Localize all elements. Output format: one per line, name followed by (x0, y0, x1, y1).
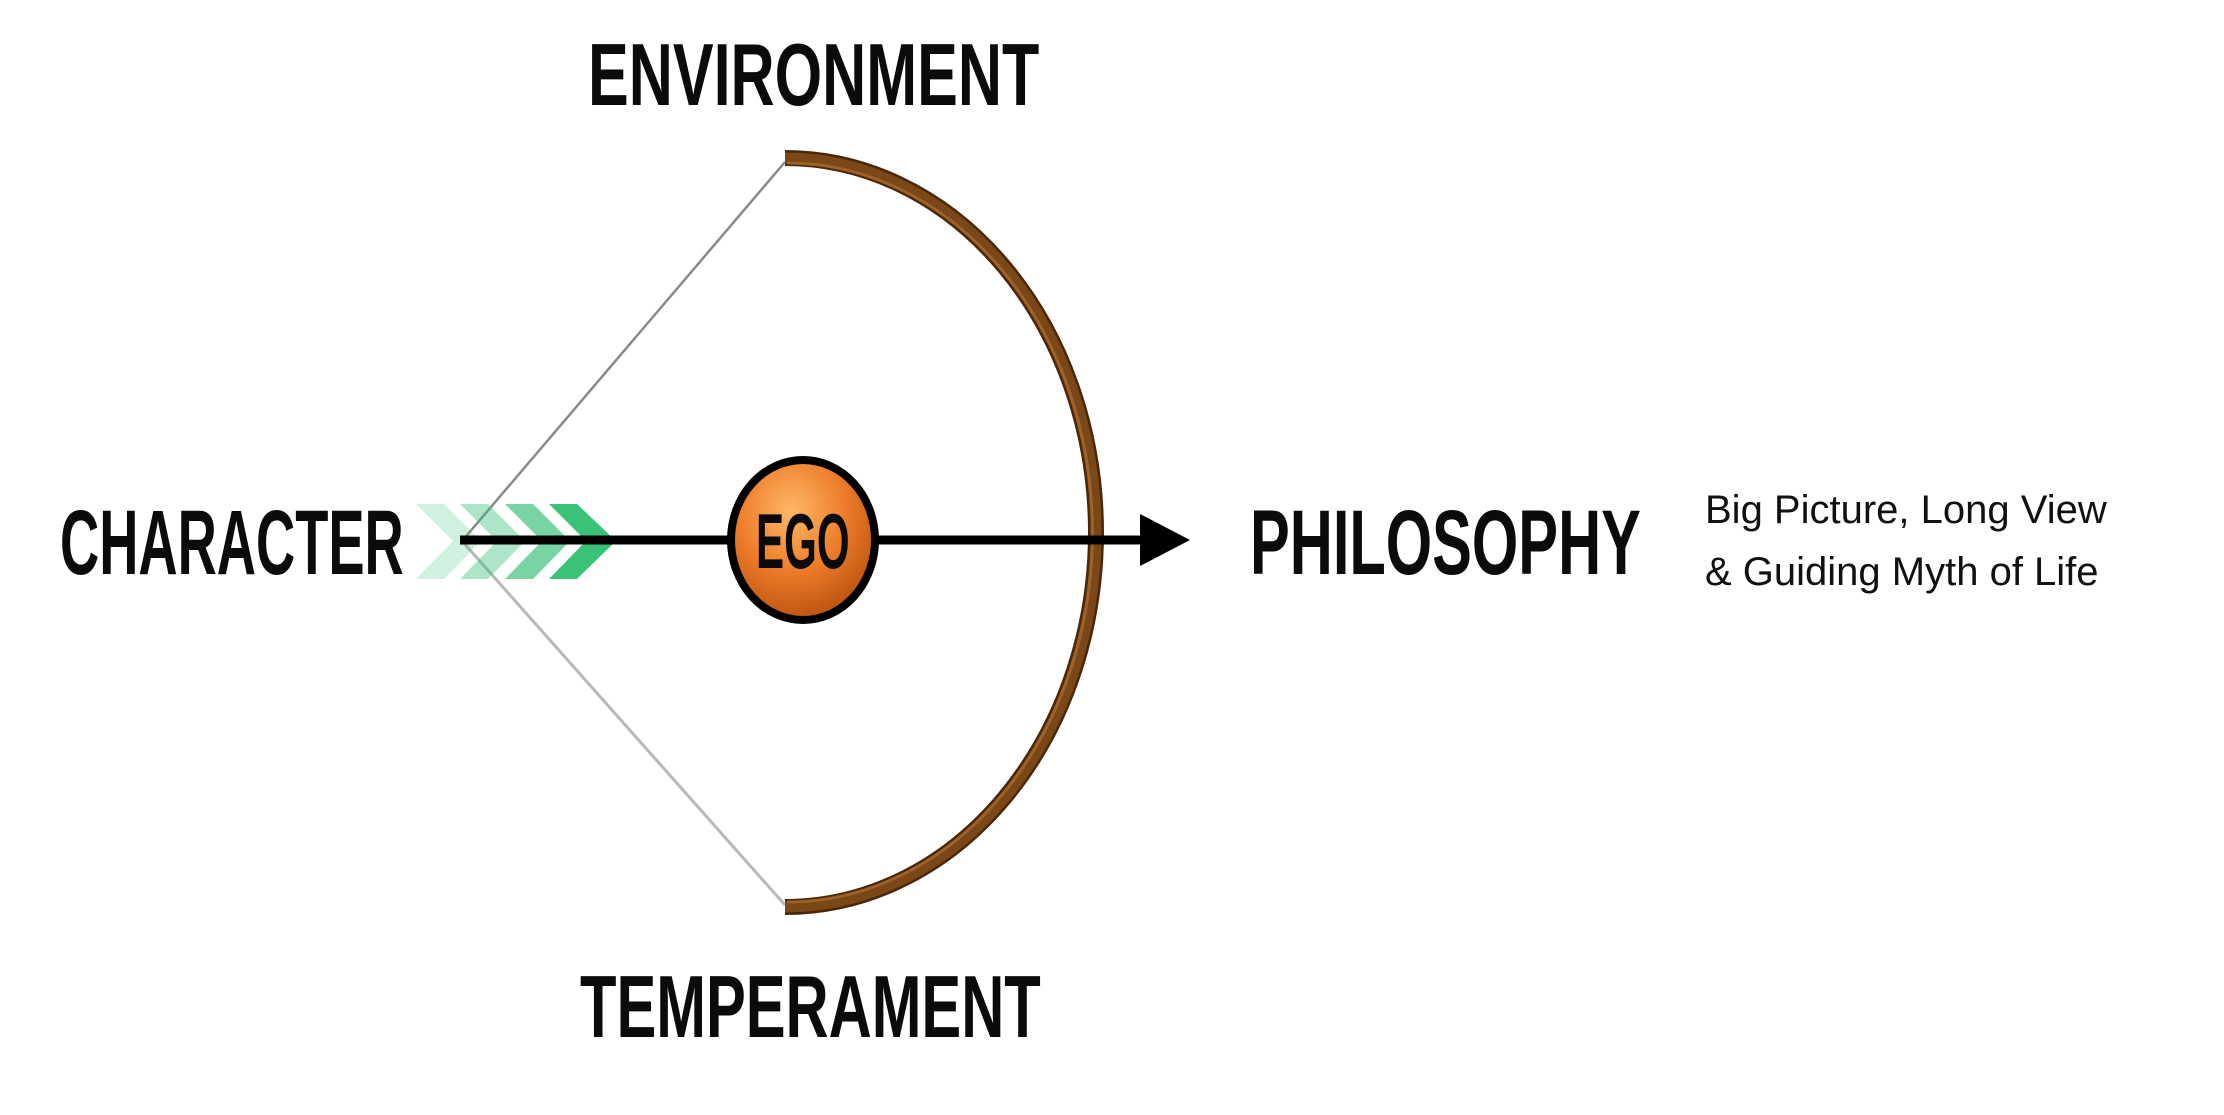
philosophy-label: PHILOSOPHY (1250, 492, 1641, 594)
temperament-label: TEMPERAMENT (580, 957, 1041, 1056)
environment-label: ENVIRONMENT (588, 25, 1040, 124)
philosophy-note-line-1: Big Picture, Long View (1705, 488, 2107, 532)
philosophy-note-line-2: & Guiding Myth of Life (1705, 550, 2099, 594)
ego-circle-icon (727, 456, 879, 624)
character-label: CHARACTER (60, 492, 404, 594)
ego-label: EGO (756, 497, 850, 585)
bow-string (460, 161, 787, 906)
bow-icon (784, 150, 1104, 915)
